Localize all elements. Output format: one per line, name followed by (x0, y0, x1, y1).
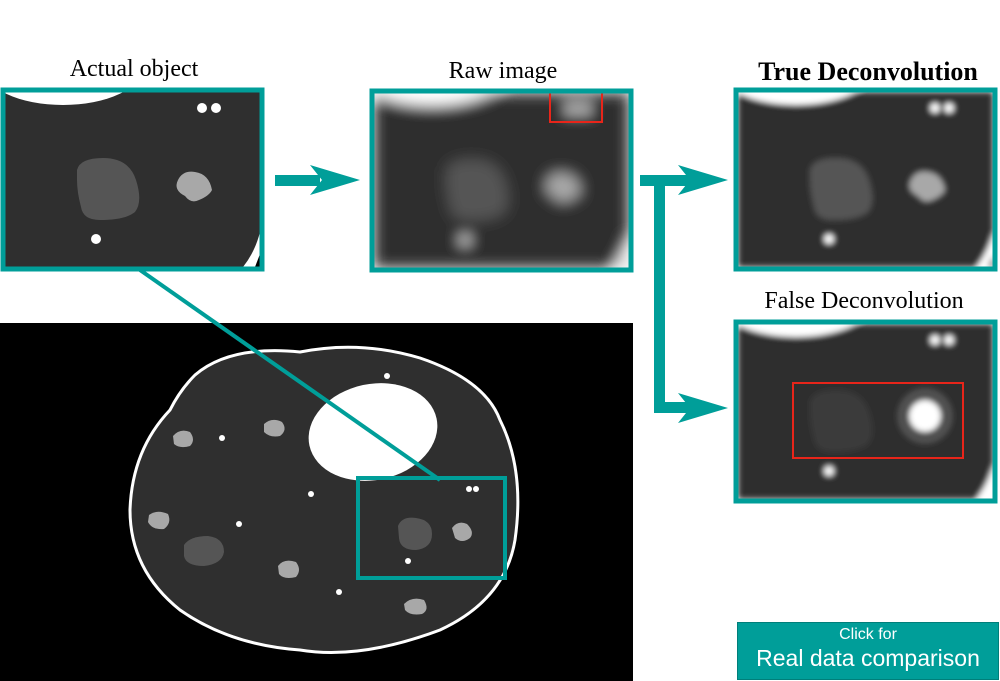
real-data-comparison-button[interactable]: Click for Real data comparison (737, 622, 999, 680)
actual-object-panel (0, 87, 265, 272)
arrow-to-raw (275, 165, 360, 195)
connector-line (138, 268, 442, 482)
cell-overview-image (0, 323, 633, 681)
highlight-box (792, 382, 964, 459)
false-deconvolution-panel (733, 319, 998, 504)
true-deconvolution-label: True Deconvolution (758, 57, 978, 86)
zoom-region-box (356, 476, 507, 580)
button-label: Real data comparison (756, 645, 980, 671)
raw-image-label: Raw image (448, 58, 558, 84)
button-caption: Click for (839, 626, 897, 643)
true-deconvolution-panel (733, 87, 998, 272)
actual-object-label: Actual object (69, 56, 199, 82)
false-deconvolution-label: False Deconvolution (764, 288, 964, 314)
arrow-to-deconvolutions (640, 165, 728, 423)
raw-image-panel (369, 88, 634, 273)
